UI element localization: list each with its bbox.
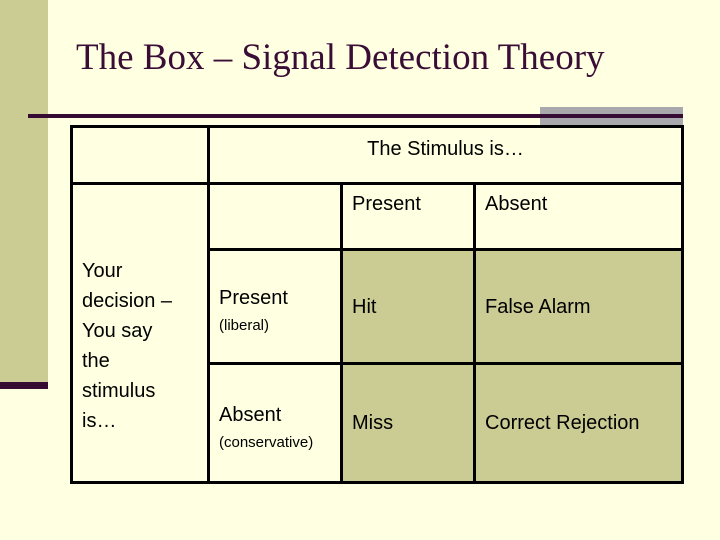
row-header-absent: Absent (conservative) bbox=[210, 365, 343, 481]
row-header-present-label: Present bbox=[219, 287, 288, 309]
row-header-present: Present (liberal) bbox=[210, 251, 343, 365]
blank-subheader-cell bbox=[210, 185, 343, 251]
signal-detection-table: The Stimulus is… Your decision – You say… bbox=[70, 125, 684, 484]
slide-title: The Box – Signal Detection Theory bbox=[76, 37, 605, 78]
left-accent-bar bbox=[0, 0, 48, 382]
column-header-present: Present bbox=[343, 185, 476, 251]
cell-correct-rejection: Correct Rejection bbox=[476, 365, 681, 481]
cell-false-alarm: False Alarm bbox=[476, 251, 681, 365]
row-header-present-sublabel: (liberal) bbox=[219, 317, 270, 334]
decision-row-group-label: Your decision – You say the stimulus is… bbox=[73, 185, 210, 481]
stimulus-header-cell: The Stimulus is… bbox=[210, 128, 681, 185]
table-corner-cell bbox=[73, 128, 210, 185]
row-header-absent-sublabel: (conservative) bbox=[219, 433, 314, 451]
cell-miss: Miss bbox=[343, 365, 476, 481]
column-header-absent: Absent bbox=[476, 185, 681, 251]
title-underline-rule bbox=[28, 114, 683, 118]
row-header-absent-label: Absent bbox=[219, 403, 282, 426]
left-accent-bar-end bbox=[0, 382, 48, 389]
cell-hit: Hit bbox=[343, 251, 476, 365]
